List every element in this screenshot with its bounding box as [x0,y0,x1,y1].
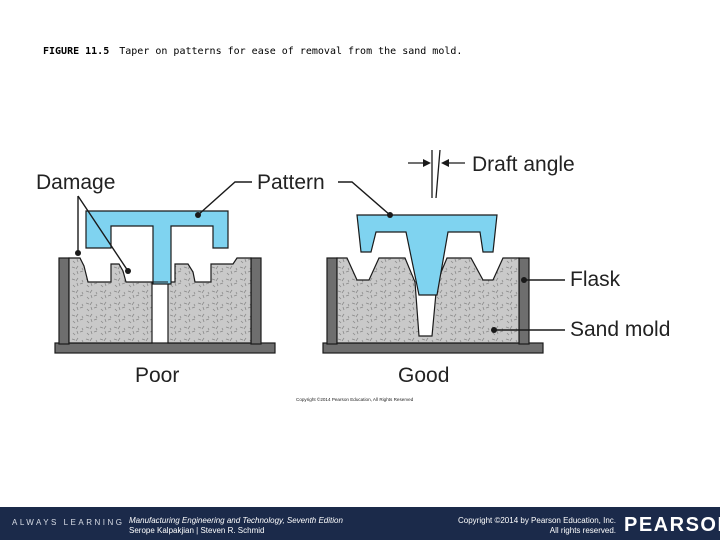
book-title: Manufacturing Engineering and Technology… [129,516,343,525]
caption-text: Taper on patterns for ease of removal fr… [119,46,463,57]
pattern-leader-good [338,181,391,216]
draft-angle-label: Draft angle [472,153,575,176]
footer-copyright: Copyright ©2014 by Pearson Education, In… [412,516,616,536]
pearson-logo: PEARSON [624,514,720,536]
poor-pattern [85,210,229,285]
copyright-line-2: All rights reserved. [549,526,616,535]
damage-label: Damage [36,171,115,194]
poor-flask-right-wall [250,257,262,345]
small-copyright: Copyright ©2014 Pearson Education, All R… [296,396,414,402]
pattern-label: Pattern [257,171,325,194]
good-mold [322,214,544,354]
figure-number: FIGURE 11.5 [43,46,110,57]
footer-bar: ALWAYS LEARNING Manufacturing Engineerin… [0,507,720,540]
book-authors: Serope Kalpakjian | Steven R. Schmid [129,526,265,535]
draft-angle-diagram: Damage Pattern Draft angle Flask Sand mo… [36,149,670,402]
good-flask-base [322,342,544,354]
good-label: Good [398,364,449,387]
always-learning-text: ALWAYS LEARNING [12,518,125,527]
good-flask-right-wall [518,257,530,345]
figure-caption: FIGURE 11.5 Taper on patterns for ease of… [43,46,462,57]
sand-mold-label: Sand mold [570,318,670,341]
pattern-leader-poor [197,181,252,216]
good-flask-left-wall [326,257,338,345]
poor-label: Poor [135,364,179,387]
draft-angle-indicator [408,149,465,199]
leader-lines [75,181,565,333]
poor-flask-left-wall [58,257,70,345]
poor-flask-base [54,342,276,354]
flask-label: Flask [570,268,621,291]
damage-leader-2 [77,195,129,272]
copyright-line-1: Copyright ©2014 by Pearson Education, In… [458,516,616,525]
good-sand-mold [336,257,520,344]
poor-mold [54,210,276,354]
book-info: Manufacturing Engineering and Technology… [129,516,343,536]
good-pattern [356,214,498,296]
